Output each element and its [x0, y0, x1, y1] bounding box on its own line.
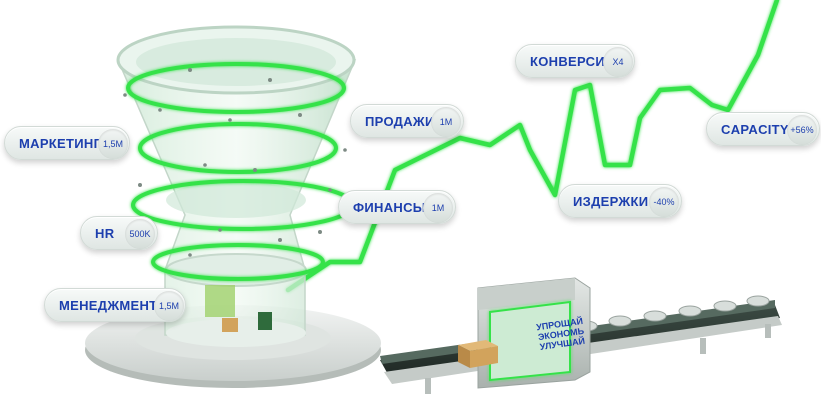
label-name: КОНВЕРСИЯ [530, 54, 615, 69]
label-marketing: МАРКЕТИНГ 1,5M [4, 126, 130, 160]
label-value: 1M [423, 193, 453, 223]
label-name: ПРОДАЖИ [365, 114, 435, 129]
label-value: -40% [649, 187, 679, 217]
label-conversion: КОНВЕРСИЯ X4 [515, 44, 635, 78]
label-hr: HR 500K [80, 216, 158, 250]
label-name: МЕНЕДЖМЕНТ [59, 298, 158, 313]
label-value: 1,5M [98, 129, 128, 159]
label-sales: ПРОДАЖИ 1M [350, 104, 464, 138]
label-capacity: CAPACITY +56% [706, 112, 820, 146]
label-name: CAPACITY [721, 122, 789, 137]
label-value: X4 [603, 47, 633, 77]
funnel-icon [85, 25, 381, 388]
conveyor-machine-icon [380, 277, 782, 394]
label-name: HR [95, 226, 115, 241]
label-value: 1,5M [154, 291, 184, 321]
label-name: ФИНАНСЫ [353, 200, 426, 215]
label-management: МЕНЕДЖМЕНТ 1,5M [44, 288, 186, 322]
label-value: 1M [431, 107, 461, 137]
label-costs: ИЗДЕРЖКИ -40% [558, 184, 682, 218]
label-value: +56% [787, 115, 817, 145]
growth-line-icon [285, 0, 780, 293]
label-name: ИЗДЕРЖКИ [573, 194, 649, 209]
label-value: 500K [125, 219, 155, 249]
label-finance: ФИНАНСЫ 1M [338, 190, 456, 224]
box-icon [458, 340, 498, 368]
label-name: МАРКЕТИНГ [19, 136, 102, 151]
